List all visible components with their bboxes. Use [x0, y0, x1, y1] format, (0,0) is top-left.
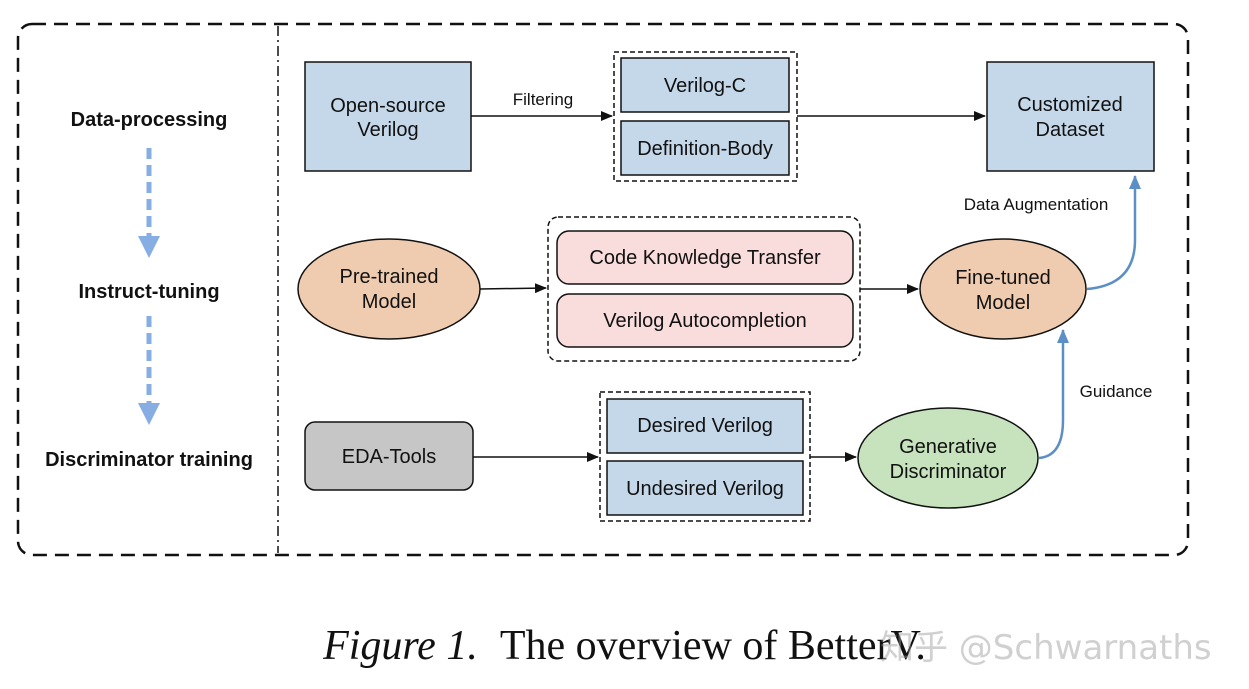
outer-frame	[16, 22, 1190, 557]
eda-tools-box: EDA-Tools	[304, 421, 474, 491]
guidance-arrow	[1038, 329, 1069, 460]
svg-text:Dataset: Dataset	[1036, 119, 1105, 141]
svg-text:Discriminator: Discriminator	[890, 461, 1007, 483]
stage-arrow-1	[138, 148, 160, 258]
generative-discriminator-ellipse: Generative Discriminator	[857, 407, 1039, 509]
verilog-c-box: Verilog-C	[620, 57, 790, 113]
verilog-autocompletion-box: Verilog Autocompletion	[556, 293, 854, 348]
svg-text:Pre-trained: Pre-trained	[340, 266, 439, 288]
stage-arrow-2	[138, 316, 160, 425]
stage-discriminator-training: Discriminator training	[45, 449, 253, 471]
undesired-verilog-box: Undesired Verilog	[606, 460, 804, 516]
data-augmentation-label: Data Augmentation	[964, 195, 1109, 214]
code-knowledge-transfer-box: Code Knowledge Transfer	[556, 230, 854, 285]
finetuned-model-ellipse: Fine-tuned Model	[919, 238, 1087, 340]
svg-text:Verilog: Verilog	[357, 119, 418, 141]
guidance-label: Guidance	[1080, 382, 1153, 401]
svg-text:Definition-Body: Definition-Body	[637, 138, 773, 160]
svg-text:Desired Verilog: Desired Verilog	[637, 415, 773, 437]
svg-text:Verilog Autocompletion: Verilog Autocompletion	[603, 310, 806, 332]
figure-number: Figure 1.	[323, 623, 478, 669]
stage-data-processing: Data-processing	[71, 109, 228, 131]
svg-text:Model: Model	[362, 291, 416, 313]
caption-text: The overview of BetterV.	[499, 623, 926, 669]
filtering-label: Filtering	[513, 90, 573, 109]
svg-text:Undesired Verilog: Undesired Verilog	[626, 478, 784, 500]
svg-text:Customized: Customized	[1017, 94, 1123, 116]
open-source-verilog-box: Open-source Verilog	[304, 61, 472, 172]
watermark: 知乎 @Schwarnaths	[880, 628, 1212, 668]
filtered-group	[613, 51, 798, 182]
svg-text:EDA-Tools: EDA-Tools	[342, 446, 436, 468]
data-augmentation-arrow	[1086, 175, 1141, 291]
svg-text:Model: Model	[976, 292, 1030, 314]
customized-dataset-box: Customized Dataset	[986, 61, 1155, 172]
definition-body-box: Definition-Body	[620, 120, 790, 176]
svg-text:Fine-tuned: Fine-tuned	[955, 267, 1051, 289]
stage-instruct-tuning: Instruct-tuning	[78, 281, 219, 303]
svg-text:Open-source: Open-source	[330, 95, 446, 117]
svg-text:Verilog-C: Verilog-C	[664, 75, 746, 97]
svg-text:Code Knowledge Transfer: Code Knowledge Transfer	[589, 247, 821, 269]
figure-caption: Figure 1. The overview of BetterV.	[0, 622, 1249, 670]
to-tasks-arrow	[479, 283, 547, 294]
pretrained-model-ellipse: Pre-trained Model	[297, 238, 481, 340]
desired-verilog-box: Desired Verilog	[606, 398, 804, 454]
svg-text:Generative: Generative	[899, 436, 997, 458]
